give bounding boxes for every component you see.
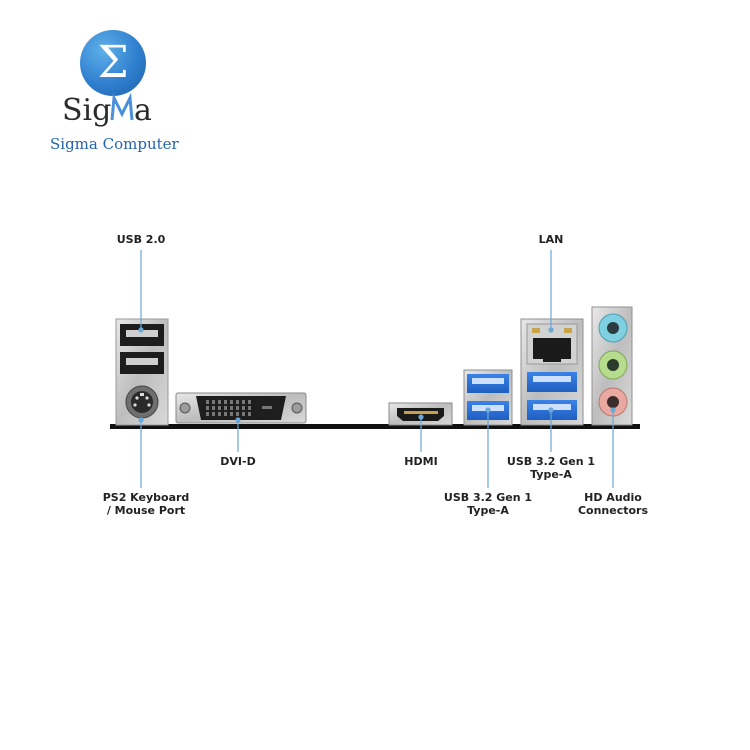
- label-lan: LAN: [538, 233, 564, 246]
- label-audio-line1: HD Audio: [584, 491, 642, 504]
- label-audio-line2: Connectors: [577, 504, 649, 517]
- label-ps2-line2: / Mouse Port: [106, 504, 186, 517]
- usb20-ps2-stack: [115, 318, 169, 426]
- label-hdmi: HDMI: [404, 455, 438, 468]
- label-audio: HD Audio Connectors: [568, 491, 658, 517]
- hd-audio-stack: [591, 306, 633, 426]
- lan-usb32-right-stack: [520, 318, 584, 426]
- logo-subtitle: Sigma Computer: [50, 135, 179, 153]
- label-usb32-right-line2: Type-A: [530, 468, 572, 481]
- label-usb32-left-line1: USB 3.2 Gen 1: [443, 491, 533, 504]
- label-usb32-left-line2: Type-A: [467, 504, 509, 517]
- logo-sigma-icon: Σ: [80, 30, 146, 96]
- label-ps2: PS2 Keyboard / Mouse Port: [96, 491, 196, 517]
- label-usb32-right: USB 3.2 Gen 1 Type-A: [506, 455, 596, 481]
- label-usb32-left: USB 3.2 Gen 1 Type-A: [443, 491, 533, 517]
- dvid-port: [175, 392, 307, 424]
- logo-wordmark: Sig a: [62, 92, 152, 128]
- svg-text:Sig: Sig: [62, 93, 111, 128]
- label-dvid: DVI-D: [220, 455, 256, 468]
- label-usb20: USB 2.0: [116, 233, 166, 246]
- label-usb32-right-line1: USB 3.2 Gen 1: [506, 455, 596, 468]
- label-ps2-line1: PS2 Keyboard: [102, 491, 190, 504]
- panel-baseline: [110, 424, 640, 429]
- svg-text:a: a: [134, 93, 152, 128]
- logo-symbol: Σ: [97, 37, 129, 88]
